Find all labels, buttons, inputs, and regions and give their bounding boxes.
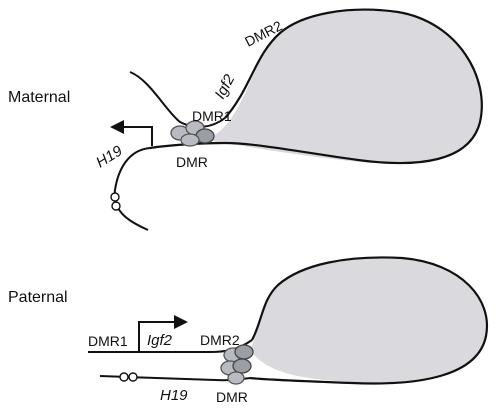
maternal-bead bbox=[111, 193, 119, 201]
paternal-bead bbox=[120, 373, 128, 381]
maternal-dmr-label: DMR bbox=[176, 154, 208, 170]
maternal-h19-label: H19 bbox=[93, 142, 126, 171]
paternal-panel: Paternal DMR1 Igf2 DMR2 H19 DMR bbox=[8, 257, 487, 405]
paternal-dmr-label: DMR bbox=[216, 389, 248, 405]
maternal-panel: Maternal DMR2 Igf2 DMR1 H19 DMR bbox=[8, 10, 482, 230]
maternal-h19-arrow bbox=[122, 127, 152, 146]
paternal-igf2-arrowhead bbox=[174, 315, 188, 329]
maternal-row-label: Maternal bbox=[8, 89, 70, 106]
maternal-bead bbox=[112, 202, 120, 210]
maternal-dmr1-label: DMR1 bbox=[192, 108, 232, 124]
maternal-igf2-label: Igf2 bbox=[212, 71, 239, 102]
paternal-dmr1-label: DMR1 bbox=[88, 333, 128, 349]
maternal-h19-arrowhead bbox=[110, 120, 124, 134]
paternal-chromatin-loop bbox=[250, 257, 487, 382]
maternal-lower-strand bbox=[115, 148, 150, 230]
paternal-bead bbox=[129, 373, 137, 381]
paternal-dmr2-label: DMR2 bbox=[200, 332, 240, 348]
paternal-igf2-label: Igf2 bbox=[147, 332, 173, 349]
maternal-insulator-complex bbox=[171, 121, 214, 146]
paternal-h19-label: H19 bbox=[160, 387, 188, 404]
paternal-row-label: Paternal bbox=[8, 289, 68, 306]
